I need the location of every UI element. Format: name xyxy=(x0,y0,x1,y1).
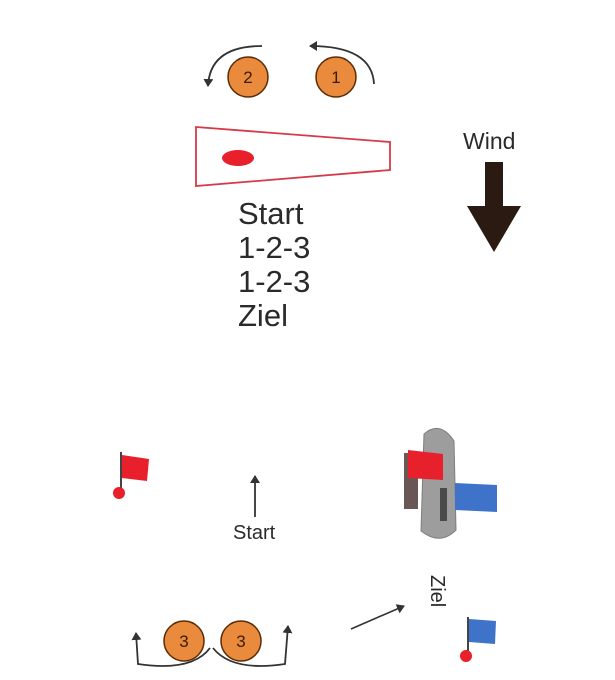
rounding-arrow-right-bottom xyxy=(212,625,293,667)
ziel-label: Ziel xyxy=(426,575,448,608)
buoy-mark-2: 2 xyxy=(227,56,269,98)
red-flag-buoy-left xyxy=(113,452,149,499)
blue-flag-buoy-right xyxy=(460,617,496,662)
committee-boat-icon xyxy=(404,427,497,539)
rounding-arrow-left-top xyxy=(203,45,263,87)
buoy-mark-3-left-number: 3 xyxy=(179,632,188,651)
course-line-start: Start xyxy=(238,196,304,231)
buoy-mark-3-right-number: 3 xyxy=(236,632,245,651)
buoy-mark-2-number: 2 xyxy=(243,68,252,87)
course-line-round-2: 1-2-3 xyxy=(238,264,311,299)
course-line-round-1: 1-2-3 xyxy=(238,230,311,265)
buoy-mark-3-left: 3 xyxy=(163,620,205,662)
buoy-mark-1: 1 xyxy=(315,56,357,98)
rounding-arrow-left-bottom xyxy=(131,632,211,667)
rounding-arrow-right-top xyxy=(309,41,375,85)
start-area-red-dot xyxy=(222,150,254,166)
wind-arrow-icon xyxy=(467,162,521,252)
finish-approach-arrow xyxy=(350,604,405,630)
buoy-mark-3-right: 3 xyxy=(220,620,262,662)
wind-label: Wind xyxy=(463,128,516,154)
buoy-mark-1-number: 1 xyxy=(331,68,340,87)
course-line-finish: Ziel xyxy=(238,298,288,333)
course-sequence: Start 1-2-3 1-2-3 Ziel xyxy=(238,197,310,333)
start-area-trapezoid xyxy=(195,126,391,187)
start-label: Start xyxy=(233,522,276,544)
